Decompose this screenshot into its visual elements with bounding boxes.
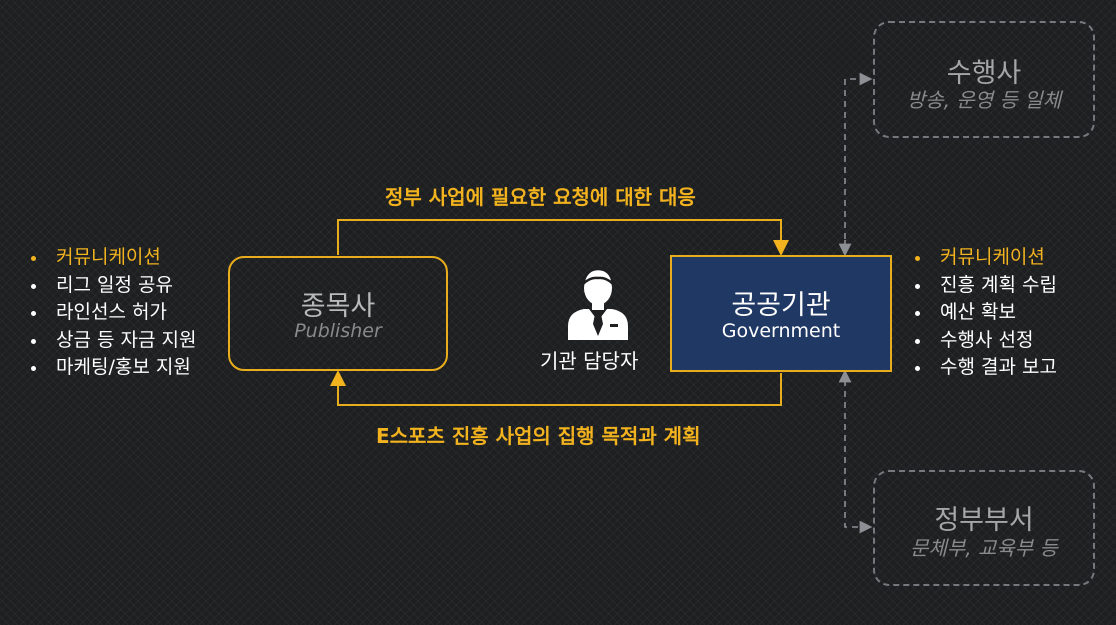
officer-label: 기관 담당자 <box>540 349 639 373</box>
government-duties-list: 커뮤니케이션 진흥 계획 수립 예산 확보 수행사 선정 수행 결과 보고 <box>912 244 1057 382</box>
ministry-box: 정부부서 문체부, 교육부 등 <box>873 470 1095 586</box>
government-box: 공공기관 Government <box>670 255 892 372</box>
business-person-icon <box>568 267 628 340</box>
publisher-subtitle: Publisher <box>294 320 382 342</box>
list-item: 수행사 선정 <box>912 327 1057 355</box>
publisher-duties-list: 커뮤니케이션 리그 일정 공유 라인선스 허가 상금 등 자금 지원 마케팅/홍… <box>28 244 196 382</box>
request-flow-label: 정부 사업에 필요한 요청에 대한 대응 <box>385 185 696 209</box>
list-item: 진흥 계획 수립 <box>912 272 1057 300</box>
list-item: 리그 일정 공유 <box>28 272 196 300</box>
list-item: 커뮤니케이션 <box>28 244 196 272</box>
contractor-subtitle: 방송, 운영 등 일체 <box>906 88 1062 112</box>
request-flow-arrow <box>337 219 789 256</box>
government-title: 공공기관 <box>731 290 831 321</box>
ministry-subtitle: 문체부, 교육부 등 <box>910 536 1058 560</box>
plan-flow-label: E스포츠 진흥 사업의 집행 목적과 계획 <box>376 424 701 448</box>
ministry-link <box>844 380 873 534</box>
publisher-title: 종목사 <box>300 291 376 322</box>
list-item: 상금 등 자금 지원 <box>28 327 196 355</box>
contractor-link <box>844 72 873 250</box>
publisher-box: 종목사 Publisher <box>228 256 448 371</box>
ministry-title: 정부부서 <box>934 505 1034 536</box>
plan-flow-arrow <box>330 370 782 406</box>
contractor-title: 수행사 <box>946 58 1022 89</box>
list-item: 커뮤니케이션 <box>912 244 1057 272</box>
list-item: 라인선스 허가 <box>28 299 196 327</box>
list-item: 마케팅/홍보 지원 <box>28 354 196 382</box>
contractor-box: 수행사 방송, 운영 등 일체 <box>873 21 1095 138</box>
list-item: 예산 확보 <box>912 299 1057 327</box>
list-item: 수행 결과 보고 <box>912 354 1057 382</box>
government-subtitle: Government <box>721 320 841 342</box>
